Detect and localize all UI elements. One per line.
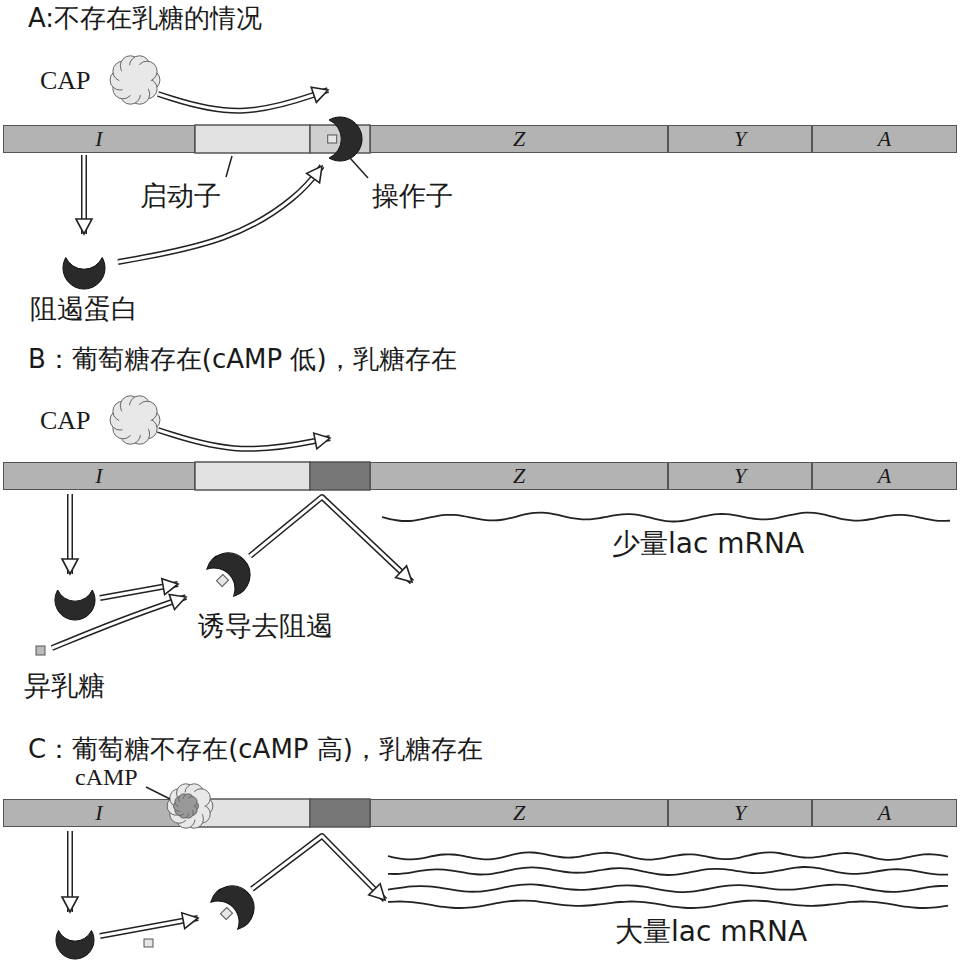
repressor-shape (56, 931, 94, 960)
gene-letter: Z (513, 128, 525, 150)
mrna-strand (382, 513, 950, 522)
leader-line (350, 158, 368, 178)
cloud-core (119, 64, 151, 96)
repressor-node: 阻遏蛋白 (17, 236, 151, 324)
gene-segment: Y (668, 462, 812, 490)
arrow-outline (252, 836, 385, 900)
arrow-head (162, 579, 178, 595)
cloud-lobe (194, 797, 212, 815)
arrow-head (182, 913, 198, 929)
arrow-core (250, 497, 412, 582)
repressor-shape (55, 590, 95, 620)
leader-line (226, 156, 232, 177)
gene-letter: I (95, 802, 102, 824)
gene-segment: I (3, 125, 195, 153)
arrow-core (252, 836, 385, 900)
arrow-head (396, 566, 412, 582)
repressor-protein (55, 590, 95, 620)
promoter-segment (195, 799, 310, 827)
gene-segment: A (812, 799, 957, 827)
cloud-core (119, 404, 151, 436)
inducer-square (220, 908, 232, 920)
leader-line (146, 787, 170, 799)
gene-letter: A (878, 128, 891, 150)
gene-letter: Y (734, 128, 746, 150)
gene-letter: Y (734, 802, 746, 824)
panel-title: C：葡萄糖不存在(cAMP 高)，乳糖存在 (28, 735, 483, 765)
part-label: 启动子 (140, 180, 221, 211)
operator-segment (310, 462, 370, 490)
protein-label: CAP (40, 66, 91, 96)
gene-letter: I (95, 128, 102, 150)
inducer-square (216, 575, 228, 587)
promoter-segment (195, 462, 310, 490)
mrna-label: 少量lac mRNA (612, 528, 804, 560)
gene-letter: A (878, 802, 891, 824)
operator-segment (310, 799, 370, 827)
mrna-strand (388, 867, 948, 875)
allolactose-square (144, 939, 153, 947)
protein-label: 阻遏蛋白 (17, 293, 151, 324)
gene-segment: Y (668, 125, 812, 153)
repressor-shape (63, 258, 105, 290)
inducer-square (328, 135, 337, 143)
cap-protein (110, 396, 160, 444)
mrna-strand (388, 852, 948, 859)
repressor-protein (63, 258, 105, 290)
gene-segment: Z (370, 462, 668, 490)
arrow-head (169, 594, 186, 609)
arrow-head (62, 559, 78, 574)
gene-segment: A (812, 462, 957, 490)
arrow-head (62, 897, 78, 912)
arrow-core (118, 166, 322, 262)
gene-letter: A (878, 465, 891, 487)
cap-protein (110, 56, 160, 104)
arrow-outline (158, 90, 328, 111)
gene-letter: Y (734, 465, 746, 487)
gene-segment: A (812, 125, 957, 153)
gene-segment: Z (370, 799, 668, 827)
mrna-strand (388, 884, 948, 892)
gene-segment: I (3, 799, 195, 827)
arrow-head (314, 433, 330, 449)
promoter-segment (195, 125, 310, 153)
allolactose-square (36, 646, 45, 655)
molecule-label: cAMP (75, 764, 138, 792)
arrow-head (76, 219, 92, 234)
arrow-outline (118, 166, 322, 262)
panel-title: B：葡萄糖存在(cAMP 低)，乳糖存在 (28, 345, 457, 375)
repressor-protein (328, 117, 362, 161)
protein-label: CAP (40, 406, 91, 436)
arrow-outline (250, 497, 412, 582)
gene-letter: I (95, 465, 102, 487)
arrow-core (158, 90, 328, 111)
part-label: 操作子 (372, 180, 453, 211)
arrow-head (369, 884, 385, 900)
arrow-outline (158, 430, 330, 449)
panel-title: A:不存在乳糖的情况 (28, 4, 262, 34)
connector-arrow (76, 155, 92, 234)
process-label: 诱导去阻遏 (198, 610, 333, 641)
gene-letter: Z (513, 465, 525, 487)
arrow-core (52, 597, 186, 648)
mrna-strand (388, 901, 948, 908)
arrow-outline (52, 597, 186, 648)
gene-segment: Y (668, 799, 812, 827)
arrow-head (311, 87, 328, 102)
gene-segment: Z (370, 125, 668, 153)
mrna-label: 大量lac mRNA (615, 916, 807, 948)
gene-letter: Z (513, 802, 525, 824)
arrow-head (307, 166, 322, 183)
repressor-protein (56, 931, 94, 960)
arrow-core (158, 430, 330, 449)
gene-segment: I (3, 462, 195, 490)
molecule-label: 异乳糖 (24, 670, 105, 701)
